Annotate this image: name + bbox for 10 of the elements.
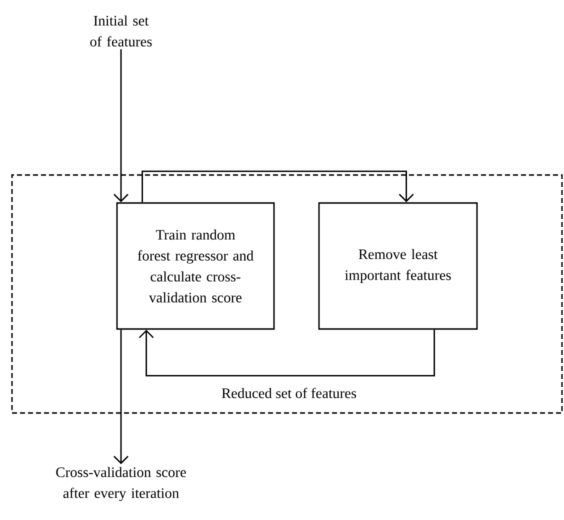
dashed-frame: [11, 174, 563, 414]
text-label: Initial set of features: [90, 15, 152, 47]
process-box: Train random forest regressor and calculate cross-validation score: [116, 202, 275, 330]
edge-label: Reduced set of features: [222, 388, 356, 398]
arrow: [142, 170, 414, 202]
arrow: [114, 330, 128, 464]
text-label: Cross-validation score after every iteration: [56, 466, 186, 502]
arrow: [114, 49, 128, 202]
arrow: [138, 330, 435, 376]
process-box: Remove least important features: [318, 202, 478, 330]
